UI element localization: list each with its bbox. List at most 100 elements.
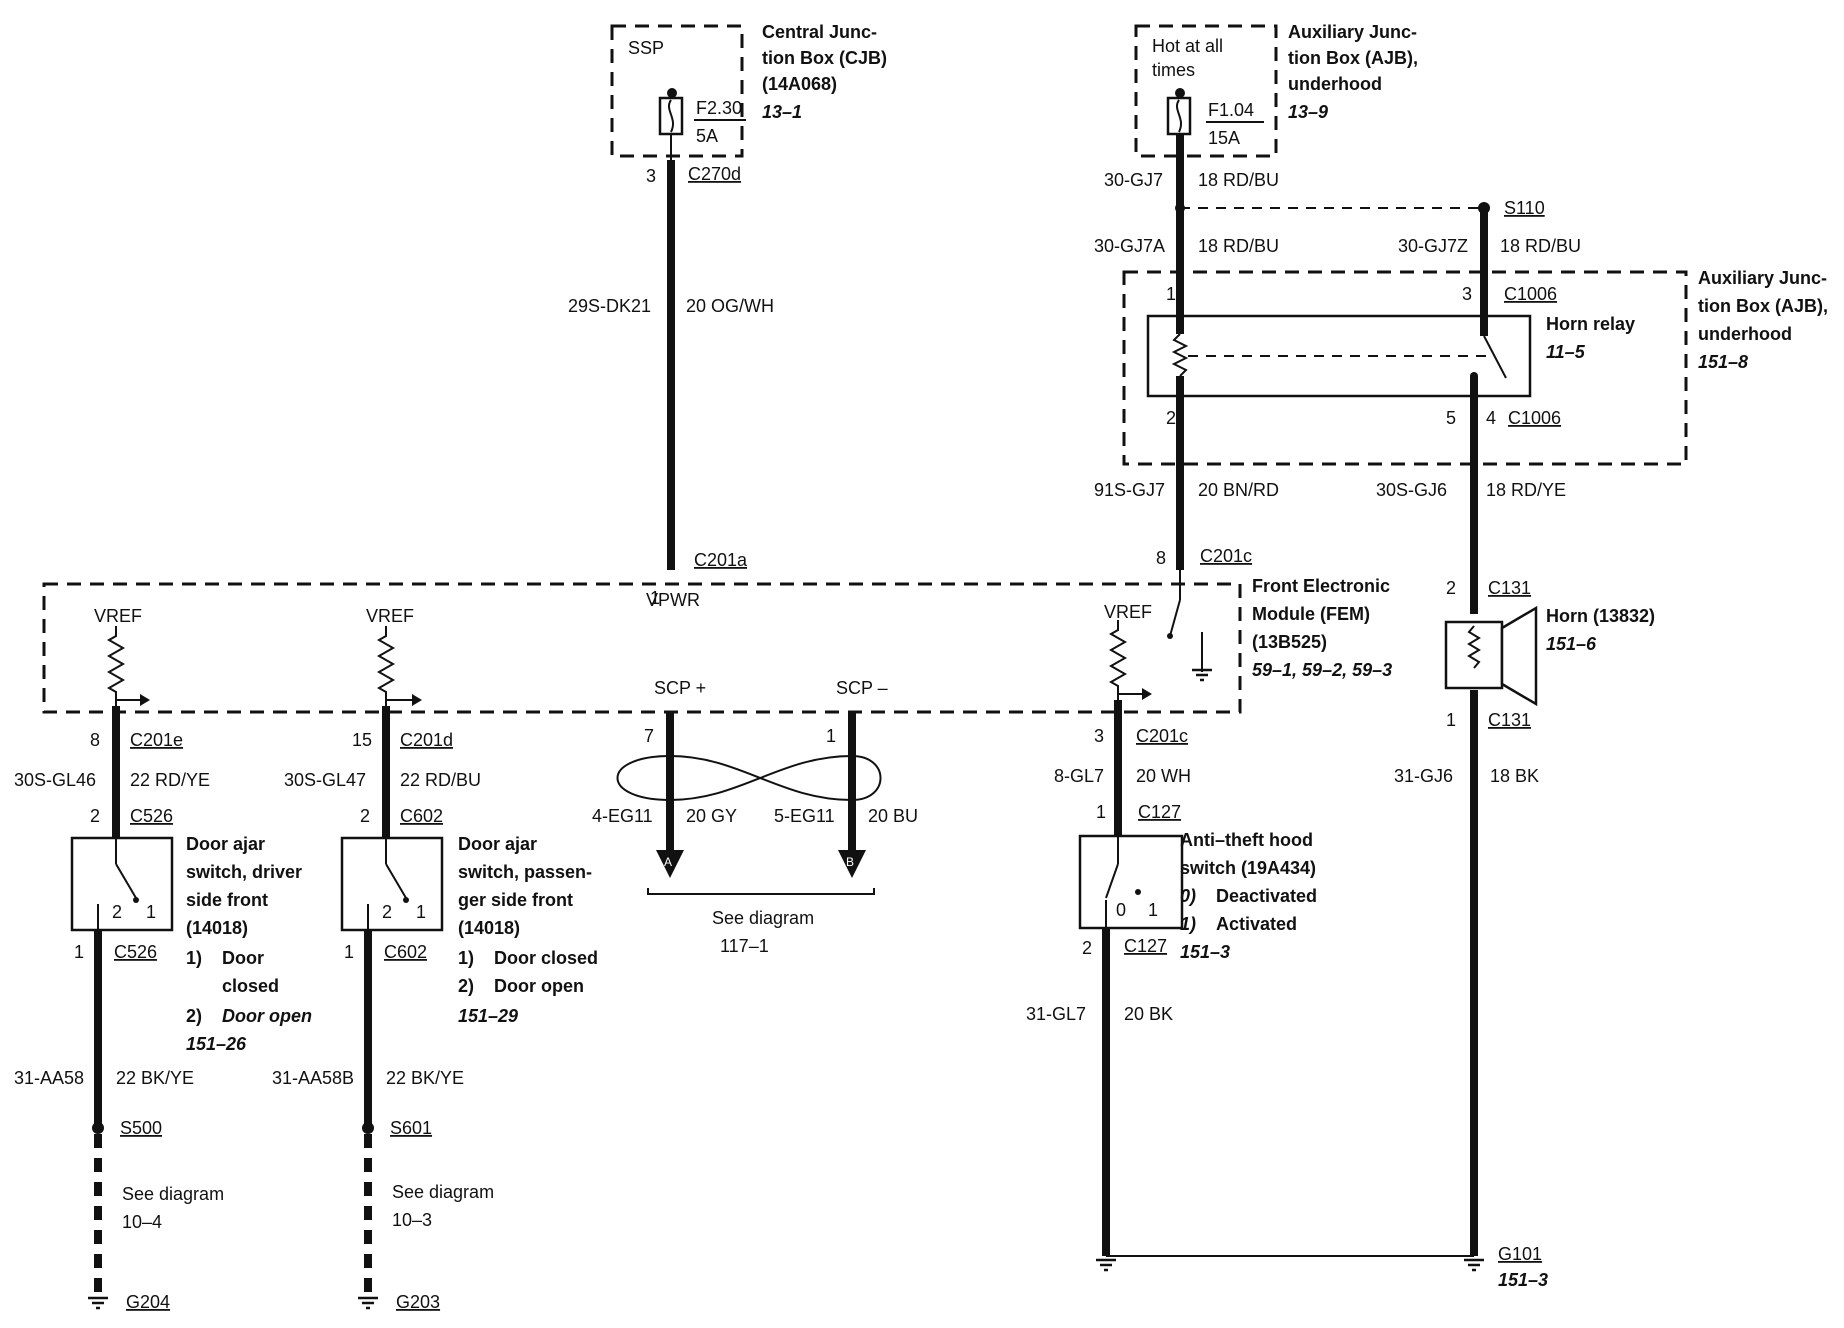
arrow-a-label: A — [664, 855, 672, 869]
ajb-tag-2: times — [1152, 60, 1195, 80]
horn-ref: 151–6 — [1546, 634, 1597, 654]
splice-s110: S110 — [1504, 198, 1545, 218]
w29-gauge: 20 OG/WH — [686, 296, 774, 316]
driver-sw-conn-bottom: C526 — [114, 942, 157, 962]
scp-minus-label: SCP – — [836, 678, 888, 698]
driver-part: (14018) — [186, 918, 248, 938]
central-junction-box: SSP F2.30 5A Central Junc- tion Box (CJB… — [610, 22, 887, 158]
w31aa58-gauge: 22 BK/YE — [116, 1068, 194, 1088]
hood-switch-icon — [1078, 834, 1184, 930]
ajb-fuse-id: F1.04 — [1208, 100, 1254, 120]
w31aa58-circuit: 31-AA58 — [14, 1068, 84, 1088]
fem-ref: 59–1, 59–2, 59–3 — [1252, 660, 1392, 680]
hood-fem-conn: C201c — [1136, 726, 1188, 746]
pass-fem-pin: 15 — [352, 730, 372, 750]
w91-circuit: 91S-GJ7 — [1094, 480, 1165, 500]
hood-contact-a: 0 — [1116, 900, 1126, 920]
ground-hood-icon — [1094, 1258, 1118, 1272]
relay-name: Horn relay — [1546, 314, 1635, 334]
hood-sw-conn-top: C127 — [1138, 802, 1181, 822]
w31gj6-circuit: 31-GJ6 — [1394, 766, 1453, 786]
driver-contact-b: 1 — [146, 902, 156, 922]
pass-ground: G203 — [396, 1292, 440, 1312]
pass-contact-b: 1 — [416, 902, 426, 922]
relay-conn-bottom: C1006 — [1508, 408, 1561, 428]
pass-part: (14018) — [458, 918, 520, 938]
w30gj7a-circuit: 30-GJ7A — [1094, 236, 1165, 256]
hood-name-1: Anti–theft hood — [1180, 830, 1313, 850]
w30gj7-gauge: 18 RD/BU — [1198, 170, 1279, 190]
pass-see-2: 10–3 — [392, 1210, 432, 1230]
driver-ref: 151–26 — [186, 1034, 247, 1054]
horn-icon — [1444, 620, 1504, 690]
scp-see-2: 117–1 — [720, 936, 769, 956]
pass-sw-conn-bottom: C602 — [384, 942, 427, 962]
horn-pin2: 2 — [1446, 578, 1456, 598]
driver-see-2: 10–4 — [122, 1212, 162, 1232]
scp-pin1: 1 — [826, 726, 836, 746]
w5eg11-gauge: 20 BU — [868, 806, 918, 826]
w91-gauge: 20 BN/RD — [1198, 480, 1279, 500]
hood-fem-pin: 3 — [1094, 726, 1104, 746]
driver-contact-a: 2 — [112, 902, 122, 922]
arrow-b-label: B — [846, 855, 854, 869]
fem-name-2: Module (FEM) — [1252, 604, 1370, 624]
w31gj6-gauge: 18 BK — [1490, 766, 1539, 786]
w30gj6-circuit: 30S-GJ6 — [1376, 480, 1447, 500]
pass-state2-num: 2) — [458, 976, 474, 996]
driver-sw-pin-top: 2 — [90, 806, 100, 826]
hood-sw-conn-bottom: C127 — [1124, 936, 1167, 956]
ground-g101-icon — [1462, 1258, 1486, 1272]
pass-sw-pin-top: 2 — [360, 806, 370, 826]
fem-vpwr: VPWR — [646, 590, 700, 610]
passenger-switch-legend: Door ajar switch, passen- ger side front… — [458, 834, 598, 1026]
ajb-ref: 13–9 — [1288, 102, 1328, 122]
driver-door-branch: 8 C201e 30S-GL46 22 RD/YE 2 C526 2 1 1 C… — [14, 706, 224, 1312]
w5eg11-circuit: 5-EG11 — [774, 806, 835, 826]
driver-name-2: switch, driver — [186, 862, 302, 882]
driver-state1-2: closed — [222, 976, 279, 996]
driver-state1-1: Door — [222, 948, 264, 968]
w30gl46-gauge: 22 RD/YE — [130, 770, 210, 790]
hood-state1: Activated — [1216, 914, 1297, 934]
ajb-name-1: Auxiliary Junc- — [1288, 22, 1417, 42]
ajb-name-2: tion Box (AJB), — [1288, 48, 1418, 68]
cjb-tag: SSP — [628, 38, 664, 58]
relay-pin4: 4 — [1486, 408, 1496, 428]
pass-sw-conn-top: C602 — [400, 806, 443, 826]
scp-see-1: See diagram — [712, 908, 814, 928]
w4eg11-gauge: 20 GY — [686, 806, 737, 826]
driver-state1-num: 1) — [186, 948, 202, 968]
relay-ref: 11–5 — [1546, 342, 1586, 362]
relay-pin1: 1 — [1166, 284, 1176, 304]
w4eg11-circuit: 4-EG11 — [592, 806, 653, 826]
w30gl47-circuit: 30S-GL47 — [284, 770, 366, 790]
cjb-part: (14A068) — [762, 74, 837, 94]
pass-sw-pin-bottom: 1 — [344, 942, 354, 962]
w8gl7-circuit: 8-GL7 — [1054, 766, 1104, 786]
pass-contact-a: 2 — [382, 902, 392, 922]
w31aa58b-gauge: 22 BK/YE — [386, 1068, 464, 1088]
connector-b-arrow-icon — [838, 850, 866, 878]
relay-pin2: 2 — [1166, 408, 1176, 428]
relay-box-name-2: tion Box (AJB), — [1698, 296, 1828, 316]
w30gj6-gauge: 18 RD/YE — [1486, 480, 1566, 500]
scp-pin7: 7 — [644, 726, 654, 746]
pass-ref: 151–29 — [458, 1006, 518, 1026]
horn-name: Horn (13832) — [1546, 606, 1655, 626]
pullup-resistor-2-icon — [378, 626, 394, 706]
pass-state1-num: 1) — [458, 948, 474, 968]
w30gl46-circuit: 30S-GL46 — [14, 770, 96, 790]
cjb-name-1: Central Junc- — [762, 22, 877, 42]
hood-sw-pin-bottom: 2 — [1082, 938, 1092, 958]
c201c-top-pin: 8 — [1156, 548, 1166, 568]
w30gl47-gauge: 22 RD/BU — [400, 770, 481, 790]
w31aa58b-circuit: 31-AA58B — [272, 1068, 354, 1088]
horn-conn-top: C131 — [1488, 578, 1531, 598]
scp-network: 7 1 4-EG11 20 GY 5-EG11 20 BU A B See di… — [592, 712, 918, 956]
passenger-door-switch-icon — [340, 836, 444, 932]
driver-see-1: See diagram — [122, 1184, 224, 1204]
w30gj7-circuit: 30-GJ7 — [1104, 170, 1163, 190]
driver-name-1: Door ajar — [186, 834, 265, 854]
